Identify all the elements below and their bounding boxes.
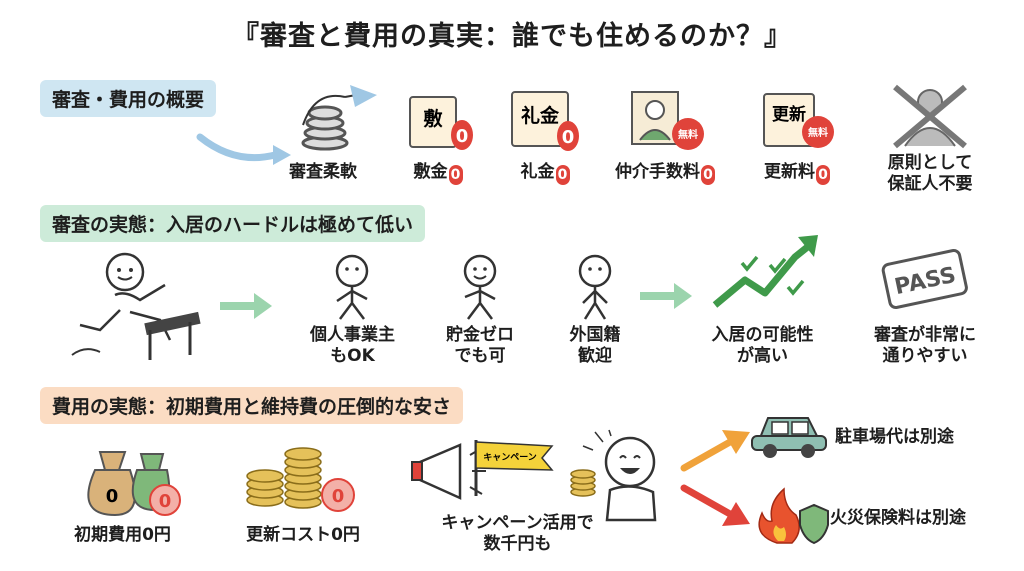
svg-text:0: 0 — [562, 127, 575, 148]
money-bags-icon: 0 0 — [87, 451, 181, 517]
foreign-person-icon — [578, 254, 612, 320]
arrow-right-icon — [220, 293, 272, 319]
screening-label-self-employed: 個人事業主もOK — [310, 325, 395, 366]
spring-icon — [196, 85, 377, 165]
svg-text:無料: 無料 — [678, 128, 698, 141]
deposit-card-icon: 敷 0 — [409, 96, 473, 150]
svg-text:0: 0 — [332, 486, 345, 507]
svg-text:0: 0 — [159, 491, 172, 512]
happy-person-coins-icon — [570, 429, 657, 522]
split-arrows-icon — [680, 430, 750, 526]
overview-label-screening: 審査柔軟 — [289, 162, 357, 182]
section-overview: 審査・費用の概要 — [40, 80, 217, 117]
svg-text:礼金: 礼金 — [521, 104, 560, 127]
agent-free-icon: 無料 — [631, 91, 704, 150]
cost-label-renewal: 更新コスト0円 — [246, 525, 360, 545]
key-money-card-icon: 礼金 0 — [511, 91, 579, 151]
cost-label-campaign: キャンペーン活用で数千円も — [441, 513, 594, 554]
rising-chart-icon — [712, 235, 818, 308]
svg-text:敷: 敷 — [423, 107, 443, 130]
screening-label-high-chance: 入居の可能性が高い — [711, 325, 814, 366]
svg-text:キャンペーン: キャンペーン — [483, 452, 537, 463]
walking-person-icon — [335, 254, 369, 320]
section-screening: 審査の実態：入居のハードルは極めて低い — [40, 205, 426, 242]
screening-label-no-savings: 貯金ゼロでも可 — [446, 325, 514, 366]
svg-text:0: 0 — [456, 126, 469, 147]
cost-label-initial: 初期費用0円 — [74, 525, 171, 545]
section-costs: 費用の実態：初期費用と維持費の圧倒的な安さ — [40, 387, 464, 424]
pass-stamp-icon: PASS — [881, 249, 968, 310]
no-guarantor-icon — [893, 84, 967, 149]
screening-label-foreigners: 外国籍歓迎 — [569, 325, 621, 366]
screening-label-easy-pass: 審査が非常に通りやすい — [874, 325, 976, 366]
fire-shield-icon — [758, 487, 829, 545]
campaign-flag-icon: キャンペーン — [474, 440, 554, 496]
megaphone-icon — [411, 443, 486, 500]
page-title: 『審査と費用の真実：誰でも住めるのか？』 — [232, 21, 792, 52]
overview-label-guarantor: 原則として 保証人不要 — [887, 153, 973, 194]
svg-text:無料: 無料 — [808, 126, 828, 139]
hurdle-jumper-icon — [71, 252, 201, 360]
cost-label-parking: 駐車場代は別途 — [835, 427, 954, 447]
arrow-right-icon — [640, 283, 692, 309]
coin-stacks-icon: 0 — [246, 447, 355, 512]
cost-label-fire-insurance: 火災保険料は別途 — [830, 508, 966, 528]
renewal-card-icon: 更新 無料 — [763, 93, 834, 148]
cheerful-person-icon — [463, 254, 497, 320]
svg-text:更新: 更新 — [772, 104, 806, 125]
car-icon — [751, 417, 827, 458]
svg-text:0: 0 — [106, 486, 119, 507]
svg-text:PASS: PASS — [892, 263, 958, 300]
